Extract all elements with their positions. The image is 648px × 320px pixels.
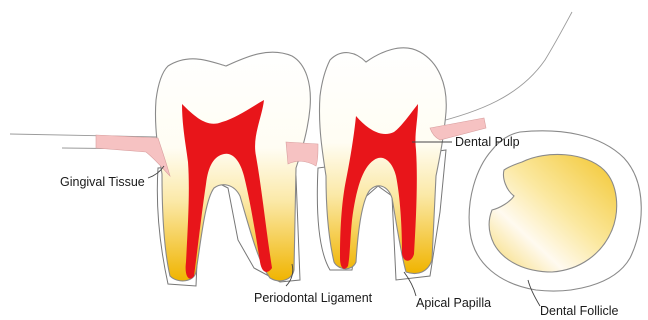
label-apical-papilla: Apical Papilla xyxy=(416,296,491,310)
dental-follicle xyxy=(469,131,641,291)
tissue-contour-line xyxy=(430,12,572,124)
tooth-left xyxy=(155,52,310,281)
label-dental-follicle: Dental Follicle xyxy=(540,304,619,318)
gum-surface-line xyxy=(10,134,160,137)
tooth-right xyxy=(319,48,446,274)
label-periodontal-ligament: Periodontal Ligament xyxy=(254,291,373,305)
tooth-left-body xyxy=(155,52,310,281)
tooth-right-body xyxy=(319,48,446,274)
label-dental-pulp: Dental Pulp xyxy=(455,135,520,149)
label-gingival-tissue: Gingival Tissue xyxy=(60,175,145,189)
